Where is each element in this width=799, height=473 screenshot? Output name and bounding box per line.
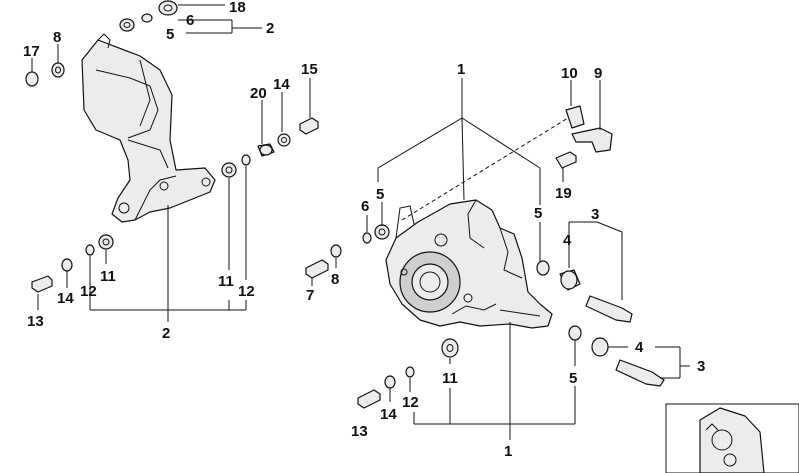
callout-13-lower: 13: [351, 423, 368, 440]
callout-2-top: 2: [266, 20, 274, 37]
callout-15: 15: [301, 61, 318, 78]
callout-4-upper: 4: [563, 232, 572, 249]
top-hardware: [119, 0, 178, 32]
lower-right-hardware: [357, 338, 459, 409]
callout-11-left: 11: [100, 268, 116, 285]
housing-main: [385, 199, 553, 329]
callout-7: 7: [306, 287, 314, 304]
lower-left-hardware: [31, 234, 114, 293]
callout-19: 19: [555, 185, 572, 202]
lower-mount-parts: [568, 325, 665, 387]
upper-bolt-set: [221, 117, 319, 178]
callout-13-left: 13: [27, 313, 44, 330]
callout-6-mid: 6: [361, 198, 369, 215]
callout-4-lower: 4: [635, 339, 644, 356]
callout-14-left: 14: [57, 290, 74, 307]
leader-lines: [31, 4, 690, 440]
callout-8-top: 8: [53, 29, 61, 46]
callout-3-lower: 3: [697, 358, 705, 375]
upper-mount-parts: [536, 260, 633, 323]
callout-11-lower: 11: [442, 370, 458, 387]
callout-1-top: 1: [457, 61, 465, 78]
callout-17: 17: [23, 43, 40, 60]
callout-1-bottom: 1: [504, 443, 512, 460]
callout-12-left: 12: [80, 283, 97, 300]
callout-18: 18: [229, 0, 246, 16]
callout-5-mid: 5: [376, 186, 384, 203]
callout-5-lower: 5: [569, 370, 577, 387]
callout-12-lower: 12: [402, 394, 419, 411]
inset-thumbnail: [665, 403, 799, 473]
bolt-7-washer-8: [305, 244, 342, 279]
callout-9: 9: [594, 65, 602, 82]
callout-5-right: 5: [534, 205, 542, 222]
callout-20: 20: [250, 85, 267, 102]
callout-11-mid: 11: [218, 273, 234, 290]
bracket-9-clip-10: [555, 105, 613, 169]
callout-14-mid: 14: [273, 76, 290, 93]
callout-2-bottom: 2: [162, 325, 170, 342]
callout-5-top: 5: [166, 26, 174, 43]
callout-6-top: 6: [186, 12, 194, 29]
callouts: 18 6 5 2 17 8 15 20 14 1 10 9 6 5 5 3 4 …: [23, 0, 705, 460]
callout-10: 10: [561, 65, 578, 82]
callout-8-mid: 8: [331, 271, 339, 288]
callout-3-upper: 3: [591, 206, 599, 223]
callout-12-mid: 12: [238, 283, 255, 300]
cover-bracket-left: [81, 33, 216, 223]
callout-14-lower: 14: [380, 406, 397, 423]
